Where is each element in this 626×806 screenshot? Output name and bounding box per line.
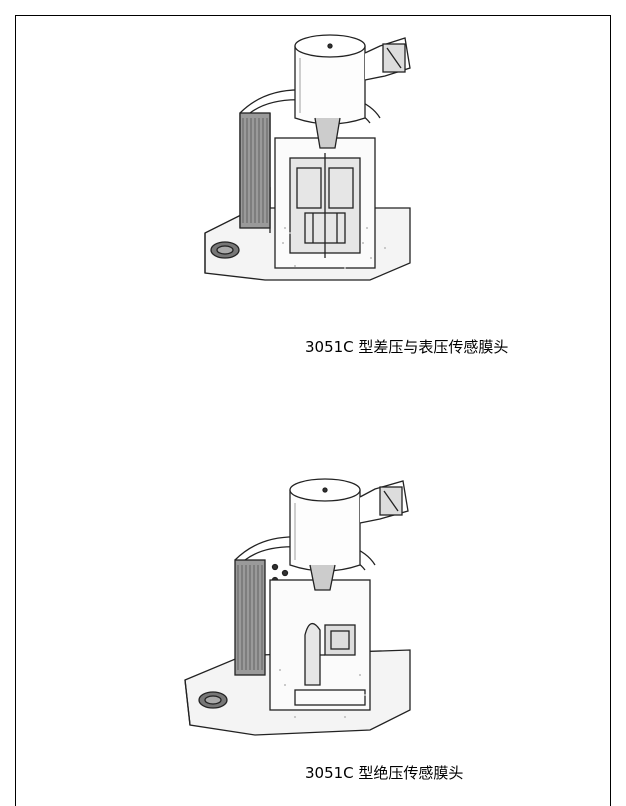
absolute-pressure-sensor-illustration: [175, 455, 420, 755]
figure-caption-absolute: 3051C 型绝压传感膜头: [305, 764, 464, 782]
differential-gauge-sensor-illustration: [195, 18, 420, 318]
page-frame: [15, 15, 611, 806]
figure-caption-differential-gauge: 3051C 型差压与表压传感膜头: [305, 338, 509, 356]
